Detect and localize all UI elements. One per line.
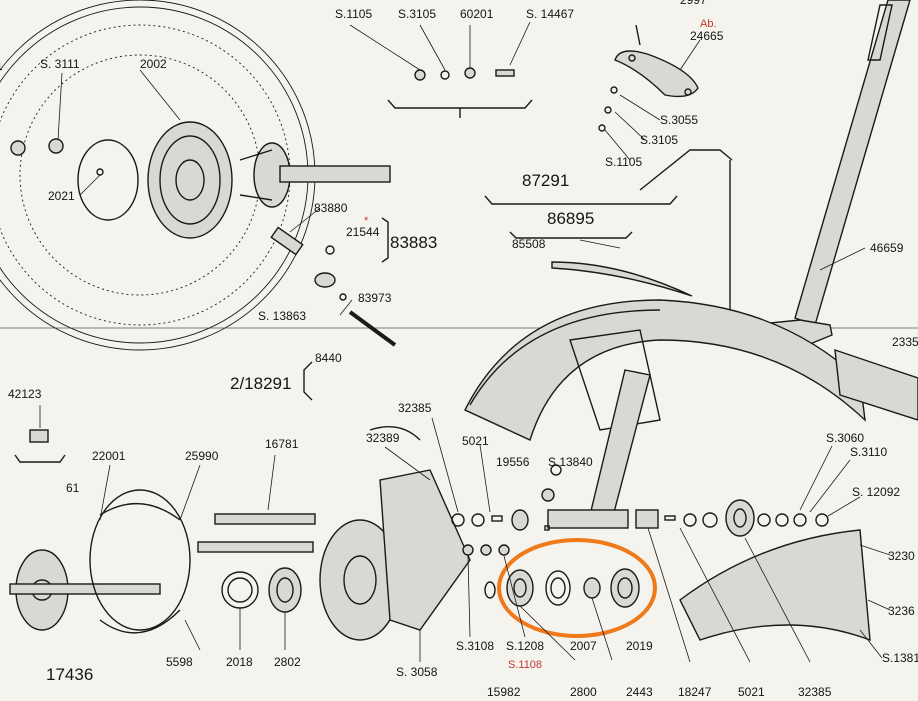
label-s1108: S.1108	[508, 659, 542, 671]
label-83883: 83883	[390, 233, 437, 252]
label-s12092: S. 12092	[852, 485, 900, 499]
label-83880: 83880	[314, 201, 348, 215]
leader-lines	[39, 21, 891, 663]
label-s13840: S.13840	[548, 455, 593, 469]
label-2007: 2007	[570, 639, 597, 653]
label-s3105-right: S.3105	[640, 133, 678, 147]
label-16781: 16781	[265, 437, 299, 451]
brake-drum-assembly	[0, 0, 391, 351]
label-86895: 86895	[547, 209, 594, 228]
label-3230: 3230	[888, 549, 915, 563]
front-mudguard	[464, 299, 866, 529]
label-32389: 32389	[366, 431, 400, 445]
label-15982: 15982	[487, 685, 521, 699]
label-2019: 2019	[626, 639, 653, 653]
label-17436: 17436	[46, 665, 93, 684]
bearing-set	[506, 568, 640, 608]
wheel-hub	[319, 426, 471, 641]
label-s13863: S. 13863	[258, 309, 306, 323]
label-2002: 2002	[140, 57, 167, 71]
label-87291: 87291	[522, 171, 569, 190]
label-5021-lower: 5021	[738, 685, 765, 699]
fork-brace-bracket	[598, 24, 733, 310]
label-s1105-top: S.1105	[335, 7, 372, 21]
right-washers	[635, 499, 829, 537]
label-32385-lower: 32385	[798, 685, 832, 699]
label-s3111: S. 3111	[40, 57, 80, 71]
label-8440: 8440	[315, 351, 342, 365]
label-2021: 2021	[48, 189, 75, 203]
label-s3110: S.3110	[850, 445, 887, 459]
label-42123: 42123	[8, 387, 42, 401]
mudguard-lower	[679, 348, 918, 642]
label-19556: 19556	[496, 455, 530, 469]
label-85508: 85508	[512, 237, 546, 251]
label-32385-upper: 32385	[398, 401, 432, 415]
label-5021-upper: 5021	[462, 434, 489, 448]
speedo-drive-parts	[270, 217, 397, 401]
label-s3058: S. 3058	[396, 665, 438, 679]
label-s1105-right: S.1105	[605, 155, 642, 169]
label-22001: 22001	[92, 449, 126, 463]
mudguard-trim	[484, 195, 693, 297]
label-s1381: S.1381	[882, 651, 918, 665]
label-18247: 18247	[678, 685, 712, 699]
label-s1208: S.1208	[506, 639, 544, 653]
label-2997: 2997	[680, 0, 707, 7]
label-60201: 60201	[460, 7, 494, 21]
label-star: *	[364, 215, 369, 227]
spacers-row	[451, 464, 562, 599]
label-24665: 24665	[690, 29, 724, 43]
label-s3105-top: S.3105	[398, 7, 436, 21]
label-2-18291: 2/18291	[230, 374, 291, 393]
label-83973: 83973	[358, 291, 392, 305]
top-nuts-bolt	[387, 67, 533, 118]
label-46659: 46659	[870, 241, 904, 255]
label-s3108: S.3108	[456, 639, 494, 653]
label-61: 61	[66, 481, 80, 495]
label-2802: 2802	[274, 655, 301, 669]
label-s3060: S.3060	[826, 431, 864, 445]
label-3236: 3236	[888, 604, 915, 618]
label-s14467: S. 14467	[526, 7, 574, 21]
label-2335: 2335	[892, 335, 918, 349]
label-2018: 2018	[226, 655, 253, 669]
brake-backplate	[9, 429, 191, 634]
label-s3055: S.3055	[660, 113, 698, 127]
label-2800: 2800	[570, 685, 597, 699]
label-ab: Ab.	[700, 18, 717, 30]
label-2443: 2443	[626, 685, 653, 699]
label-21544: 21544	[346, 225, 380, 239]
label-25990: 25990	[185, 449, 219, 463]
highlight-circle	[497, 538, 657, 638]
label-1: 1	[0, 59, 3, 73]
label-5598: 5598	[166, 655, 193, 669]
